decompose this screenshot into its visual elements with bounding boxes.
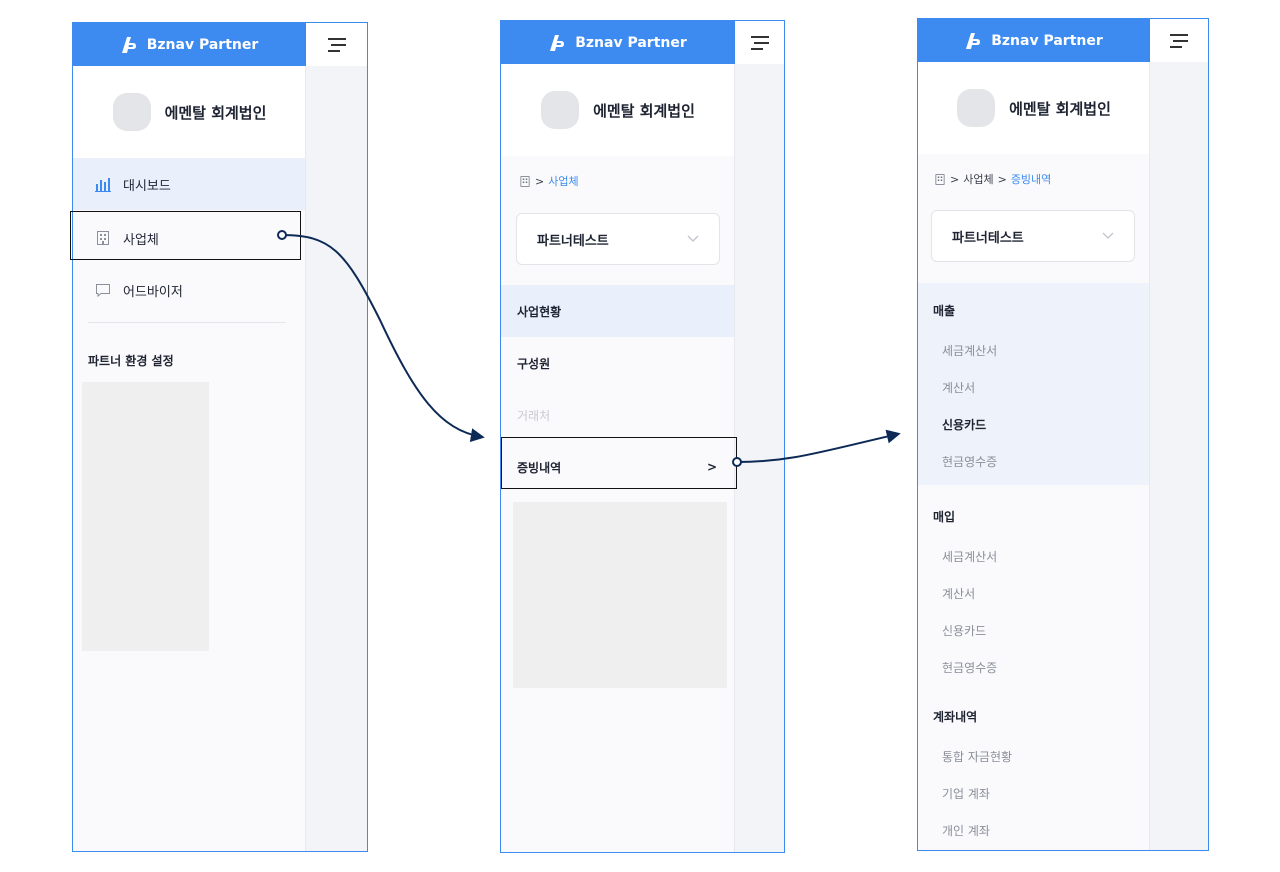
menu-item-label: 사업현황: [517, 304, 562, 319]
purchase-item-credit-card[interactable]: 신용카드: [942, 624, 987, 638]
menu-toggle-button[interactable]: [735, 21, 784, 64]
account-item-personal[interactable]: 개인 계좌: [942, 824, 990, 838]
brand-logo-icon: [550, 34, 565, 51]
building-icon: [520, 175, 530, 187]
screen-evidence: Bznav Partner 에멘탈 회계법인 > 사업체 > 증빙내역 파트너테…: [917, 18, 1209, 851]
brand-logo-icon: [966, 32, 981, 49]
sales-group-highlight: [918, 283, 1150, 485]
breadcrumb-parent[interactable]: 사업체: [963, 173, 994, 186]
brand-name: Bznav Partner: [991, 32, 1103, 49]
firm-name: 에멘탈 회계법인: [1009, 99, 1111, 118]
chevron-down-icon: [687, 235, 699, 242]
screen-business: Bznav Partner 에멘탈 회계법인 > 사업체 파트너테스트: [500, 20, 785, 853]
hamburger-icon: [750, 35, 769, 50]
purchase-item-cash-receipt[interactable]: 현금영수증: [942, 661, 998, 675]
breadcrumb: > 사업체 > 증빙내역: [934, 171, 1051, 187]
main-area: [305, 66, 367, 851]
sales-item-invoice[interactable]: 계산서: [942, 381, 976, 395]
menu-item-label: 거래처: [517, 408, 551, 423]
firm-name: 에멘탈 회계법인: [164, 103, 267, 122]
sidebar-item-label: 대시보드: [123, 178, 171, 194]
sales-item-credit-card[interactable]: 신용카드: [942, 418, 987, 432]
sidebar-item-label: 사업체: [123, 232, 159, 248]
building-icon: [935, 173, 945, 185]
group-title-purchase: 매입: [933, 510, 956, 524]
menu-toggle-button[interactable]: [1150, 19, 1208, 62]
chevron-right-icon: >: [706, 460, 717, 474]
brand-name: Bznav Partner: [146, 36, 259, 53]
sidebar-item-dashboard[interactable]: 대시보드: [73, 158, 306, 210]
sidebar: 에멘탈 회계법인 대시보드 사업체 어드바이저: [73, 66, 306, 851]
hamburger-icon: [327, 37, 346, 52]
building-icon: [97, 231, 109, 245]
company-select[interactable]: 파트너테스트: [516, 213, 720, 265]
menu-item-clients: 거래처: [501, 389, 735, 441]
company-select[interactable]: 파트너테스트: [931, 210, 1135, 262]
firm-profile: 에멘탈 회계법인: [501, 64, 735, 156]
sales-item-cash-receipt[interactable]: 현금영수증: [942, 455, 998, 469]
purchase-item-tax-invoice[interactable]: 세금계산서: [942, 550, 998, 564]
app-header: Bznav Partner: [73, 23, 306, 66]
sidebar: 에멘탈 회계법인 > 사업체 파트너테스트 사업현황 구성원 거래처: [501, 64, 735, 852]
breadcrumb-current[interactable]: 사업체: [548, 175, 579, 188]
bar-chart-icon: [95, 178, 111, 192]
flow-arrow-1-start: [277, 230, 287, 240]
sidebar-item-business[interactable]: 사업체: [73, 212, 306, 264]
company-select-value: 파트너테스트: [537, 233, 609, 249]
sidebar: 에멘탈 회계법인 > 사업체 > 증빙내역 파트너테스트 매출 세금계산서 계산…: [918, 62, 1150, 850]
brand-logo-icon: [121, 36, 136, 53]
firm-profile: 에멘탈 회계법인: [918, 62, 1150, 154]
chevron-down-icon: [1102, 232, 1114, 239]
sidebar-item-advisor[interactable]: 어드바이저: [73, 264, 306, 316]
firm-name: 에멘탈 회계법인: [593, 101, 695, 120]
avatar: [957, 89, 996, 127]
group-title-sales: 매출: [933, 304, 956, 318]
menu-item-business-status[interactable]: 사업현황: [501, 285, 735, 337]
flow-arrow-2-start: [732, 457, 742, 467]
sales-item-tax-invoice[interactable]: 세금계산서: [942, 344, 998, 358]
group-title-accounts: 계좌내역: [933, 710, 978, 724]
content-placeholder: [513, 502, 727, 688]
app-header: Bznav Partner: [918, 19, 1150, 62]
screen-dashboard: Bznav Partner 에멘탈 회계법인 대시보드 사업: [72, 22, 368, 852]
breadcrumb: > 사업체: [519, 173, 579, 189]
menu-item-evidence[interactable]: 증빙내역 >: [501, 441, 735, 493]
app-header: Bznav Partner: [501, 21, 735, 64]
breadcrumb-separator: >: [997, 172, 1007, 186]
avatar: [112, 93, 151, 131]
menu-toggle-button[interactable]: [306, 23, 367, 66]
menu-item-label: 증빙내역: [517, 460, 562, 475]
sidebar-divider: [88, 322, 286, 323]
main-area: [734, 64, 784, 852]
purchase-item-invoice[interactable]: 계산서: [942, 587, 976, 601]
content-placeholder: [82, 382, 209, 651]
hamburger-icon: [1170, 33, 1188, 48]
partner-settings-title: 파트너 환경 설정: [88, 354, 174, 368]
breadcrumb-separator: >: [950, 172, 960, 186]
company-select-value: 파트너테스트: [952, 230, 1024, 246]
sidebar-item-label: 어드바이저: [123, 284, 183, 300]
account-item-corporate[interactable]: 기업 계좌: [942, 787, 990, 801]
menu-item-members[interactable]: 구성원: [501, 337, 735, 389]
firm-profile: 에멘탈 회계법인: [73, 66, 306, 158]
avatar: [541, 91, 580, 129]
menu-item-label: 구성원: [517, 356, 551, 371]
chat-bubble-icon: [96, 284, 110, 298]
breadcrumb-separator: >: [535, 174, 545, 188]
account-item-fund-status[interactable]: 통합 자금현황: [942, 750, 1013, 764]
flow-arrow-1: [281, 234, 485, 443]
brand-name: Bznav Partner: [575, 34, 687, 51]
breadcrumb-current[interactable]: 증빙내역: [1010, 173, 1052, 186]
flow-arrow-2: [736, 429, 901, 463]
main-area: [1149, 62, 1208, 850]
